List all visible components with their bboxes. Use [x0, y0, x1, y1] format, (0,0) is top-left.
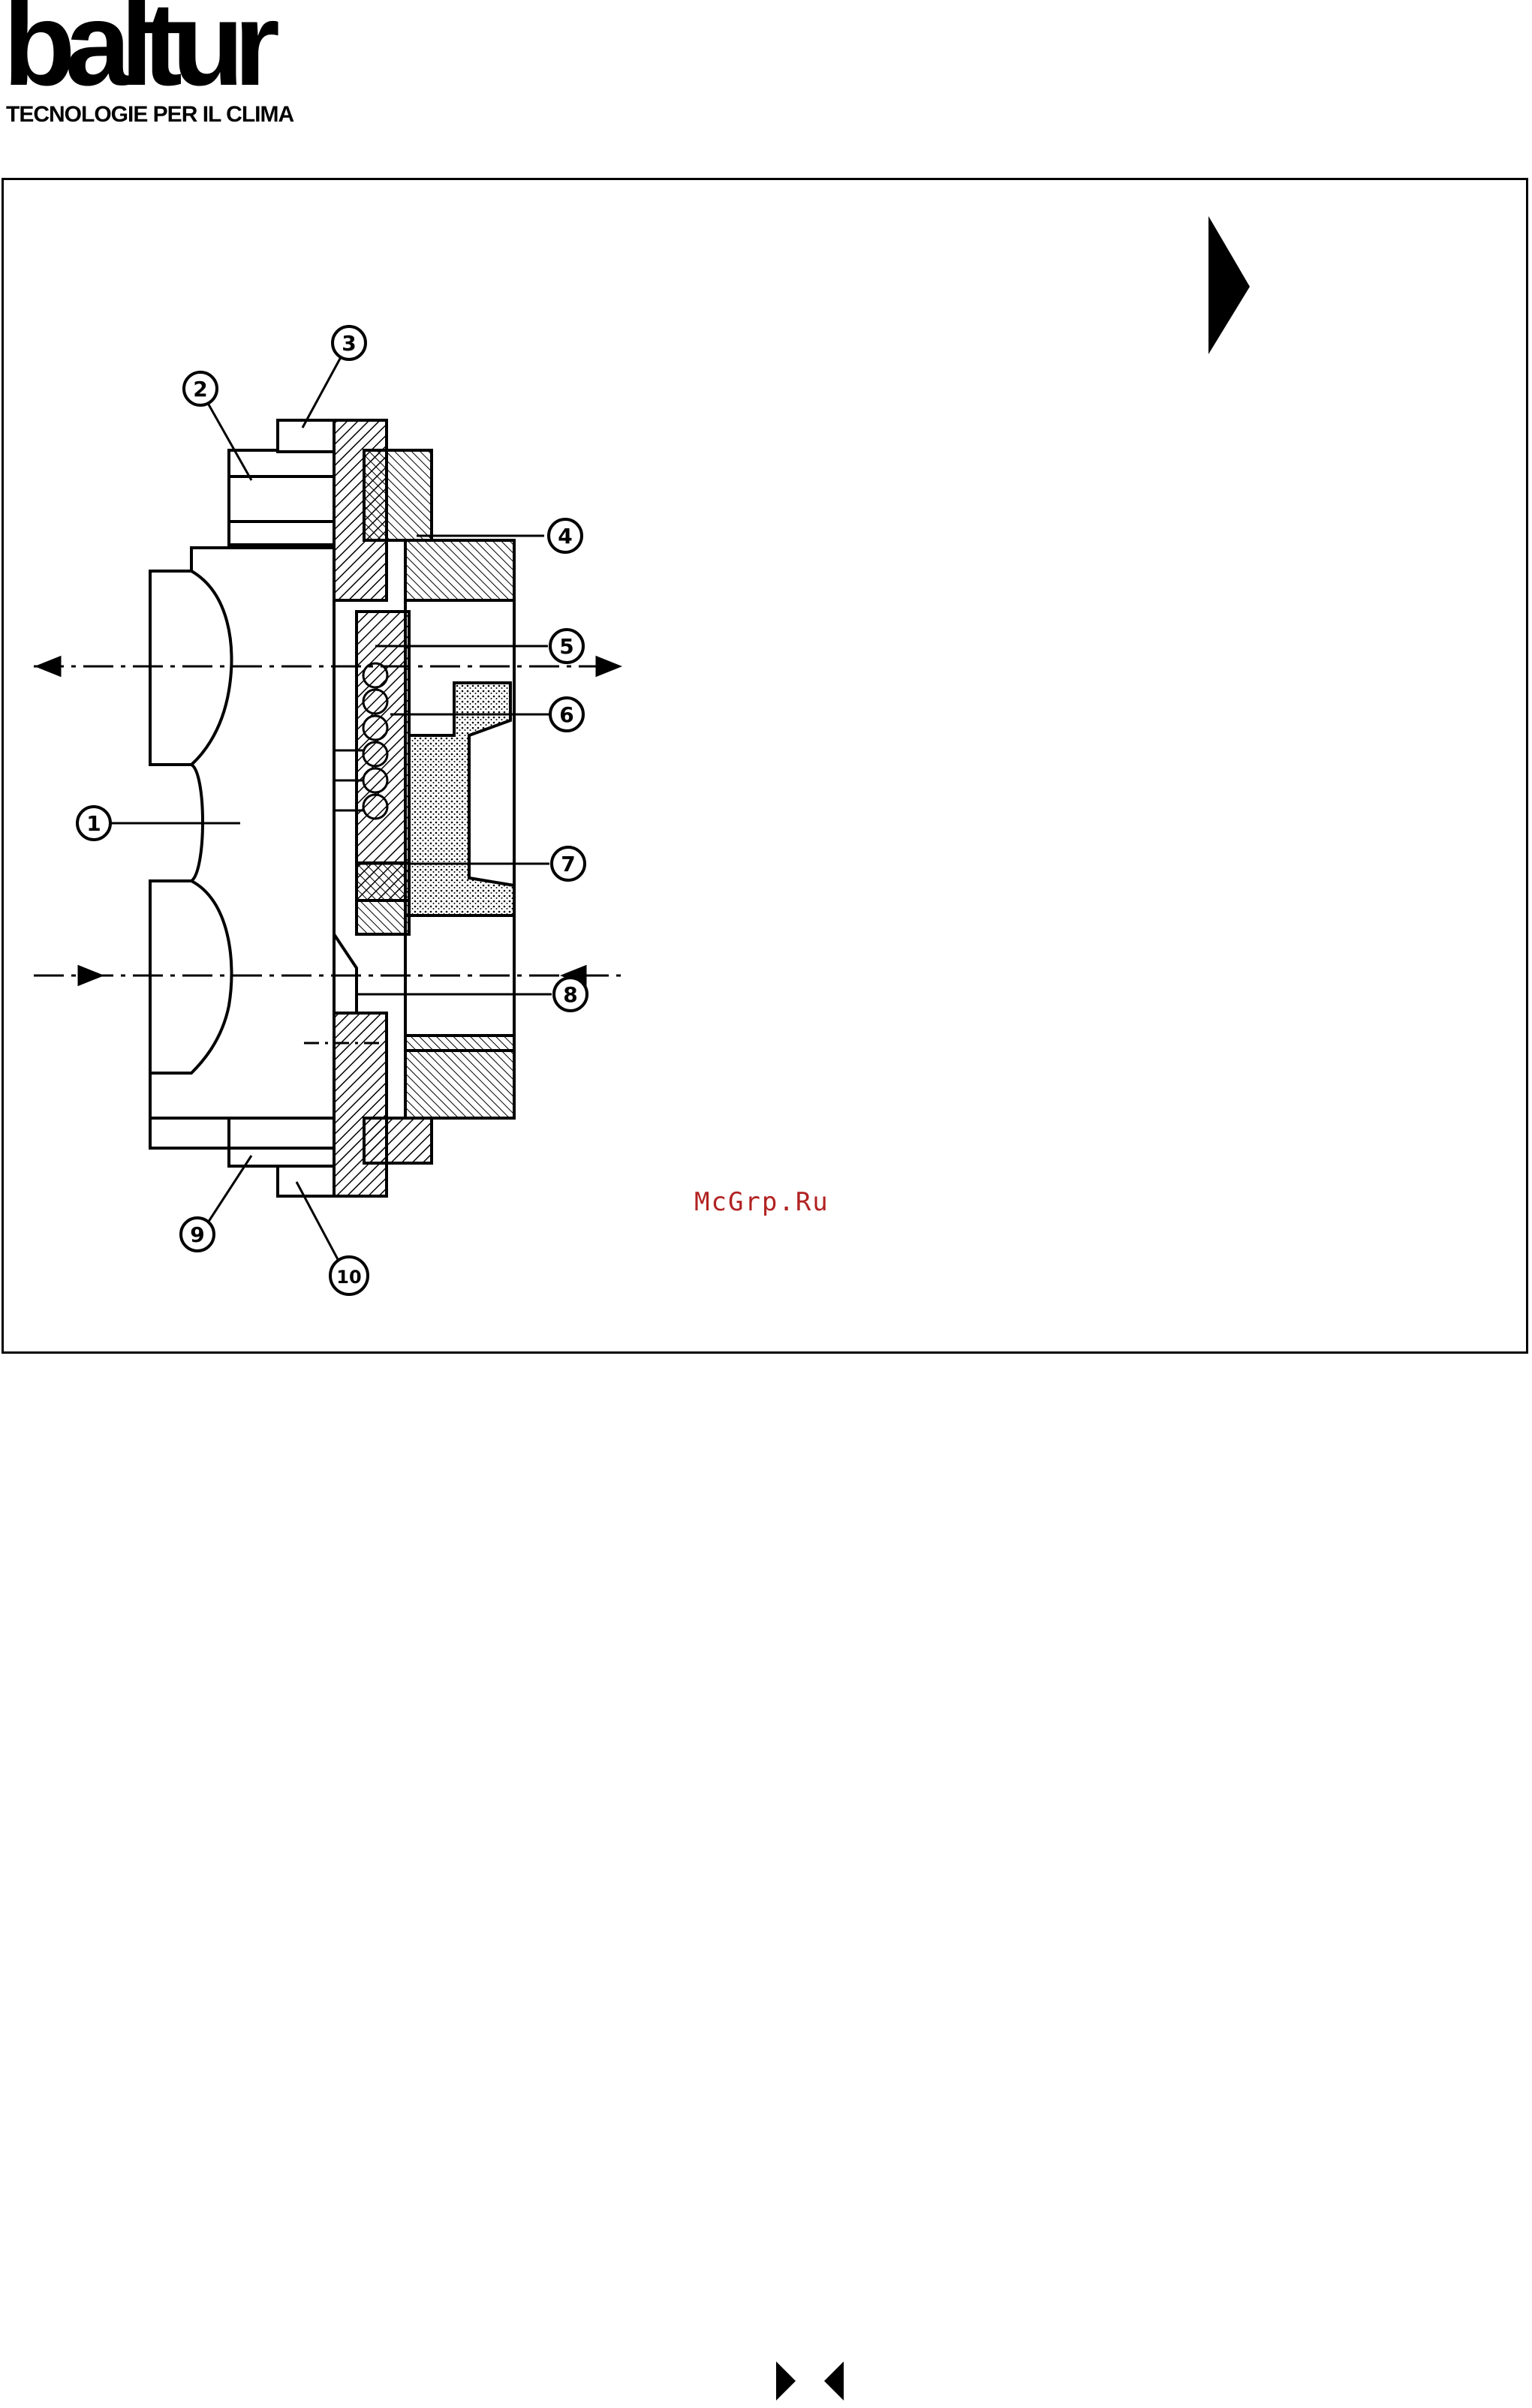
logo-wordmark: baltur: [3, 0, 269, 104]
callout-10: 10: [330, 1257, 368, 1294]
callout-7: 7: [552, 847, 585, 880]
callout-2: 2: [184, 372, 217, 405]
callout-1: 1: [77, 807, 110, 840]
callout-8: 8: [554, 978, 587, 1011]
nuts: [229, 450, 334, 1166]
callout-4: 4: [549, 519, 582, 552]
svg-text:10: 10: [336, 1267, 361, 1288]
triangle-right-icon: [773, 2360, 799, 2402]
nav-back-button[interactable]: [821, 2360, 847, 2402]
svg-text:7: 7: [561, 852, 575, 876]
watermark-text: McGrp.Ru: [694, 1187, 829, 1217]
figure-frame: 1 2 3 4 5 6 7 8: [2, 178, 1528, 1354]
svg-text:6: 6: [559, 702, 573, 727]
callout-9: 9: [181, 1218, 214, 1251]
next-arrow-icon: [1208, 216, 1250, 354]
nav-forward-button[interactable]: [773, 2360, 799, 2402]
valve-body: [150, 548, 334, 1148]
svg-text:8: 8: [563, 982, 577, 1007]
callout-5: 5: [550, 630, 583, 663]
valve-cross-section-diagram: 1 2 3 4 5 6 7 8: [4, 180, 1530, 1356]
svg-text:9: 9: [190, 1222, 204, 1247]
triangle-left-icon: [821, 2360, 847, 2402]
callout-3: 3: [333, 326, 366, 359]
callout-6: 6: [550, 698, 583, 731]
svg-text:2: 2: [193, 377, 207, 401]
svg-text:1: 1: [86, 811, 101, 836]
piston: [357, 612, 514, 934]
svg-text:3: 3: [342, 331, 356, 356]
svg-text:4: 4: [558, 524, 572, 549]
logo-tagline: TECNOLOGIE PER IL CLIMA: [6, 102, 293, 128]
svg-text:5: 5: [559, 634, 573, 659]
brand-logo: baltur TECNOLOGIE PER IL CLIMA: [0, 0, 330, 131]
